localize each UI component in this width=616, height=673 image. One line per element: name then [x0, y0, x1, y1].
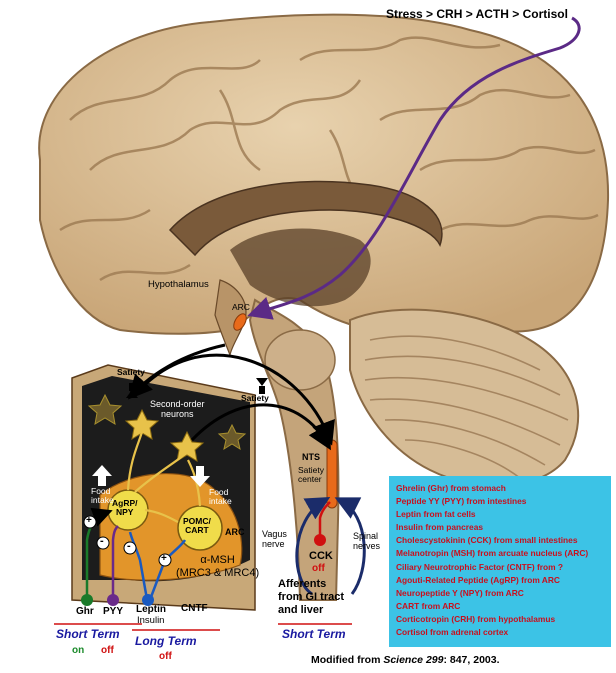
cerebrum [38, 13, 610, 335]
plus-sign-ghr: + [86, 515, 92, 526]
legend-item: Peptide YY (PYY) from intestines [396, 496, 527, 507]
food-intake-up-arrow [92, 465, 112, 476]
citation: Modified from Science 299: 847, 2003. [311, 654, 500, 667]
food-intake-up-label: Food intake [91, 486, 114, 506]
satiety-center-label: Satiety center [298, 465, 324, 485]
vagus-afferent [295, 497, 331, 596]
short-term-left-label: Short Term [56, 627, 120, 641]
legend-item: Corticotropin (CRH) from hypothalamus [396, 613, 556, 624]
satiety-arrow-mid [190, 403, 331, 451]
legend-box: Ghrelin (Ghr) from stomach Peptide YY (P… [389, 476, 611, 647]
legend-item: Neuropeptide Y (NPY) from ARC [396, 587, 524, 598]
pyy-label: PYY [103, 606, 124, 617]
legend-item: Cortisol from adrenal cortex [396, 627, 509, 638]
legend-item: Cholescystokinin (CCK) from small intest… [396, 535, 578, 546]
cck-off-label: off [312, 563, 325, 574]
ghr-label: Ghr [76, 606, 94, 617]
minus-sign-pyy: - [100, 535, 104, 547]
long-term-label: Long Term [135, 634, 197, 648]
satiety-up-arrow [256, 378, 268, 386]
legend-item: Agouti-Related Peptide (AgRP) from ARC [396, 574, 560, 585]
legend-item: Ciliary Neurotrophic Factor (CNTF) from … [396, 561, 564, 572]
citation-prefix: Modified from [311, 654, 384, 666]
arc-inset-label: ARC [225, 527, 245, 537]
citation-journal: Science 299 [383, 654, 444, 666]
spinal-afferent [334, 497, 366, 595]
cntf-label: CNTF [181, 603, 208, 614]
off-long-label: off [159, 651, 172, 662]
arc-nucleus [233, 313, 247, 331]
satiety-mid-label: Satiety [241, 393, 269, 403]
second-order-neurons-label: Second-order neurons [150, 399, 205, 419]
cerebellum [349, 308, 580, 487]
pathway-arrow [247, 16, 581, 320]
pomc-cart-label: POMC/ CART [183, 516, 211, 536]
legend-item: Leptin from fat cells [396, 509, 476, 520]
satiety-top-label: Satiety [117, 367, 145, 377]
arc-label: ARC [232, 302, 250, 312]
legend-item: Melanotropin (MSH) from arcuate nucleus … [396, 548, 589, 559]
cck-line [318, 501, 331, 540]
legend-item: Ghrelin (Ghr) from stomach [396, 483, 506, 493]
on-label: on [72, 645, 85, 656]
satiety-arrow-arc-to-nts [133, 353, 335, 446]
cck-label: CCK [309, 550, 333, 562]
afferents-label: Afferents from GI tract and liver [278, 578, 345, 616]
legend-item: CART from ARC [396, 600, 461, 611]
nts-satiety-center [326, 439, 338, 509]
food-intake-down-arrow [190, 476, 210, 487]
hypothalamus-label: Hypothalamus [148, 279, 209, 290]
msh-label: α-MSH (MRC3 & MRC4) [176, 554, 260, 579]
vagus-nerve-label: Vagus nerve [262, 529, 287, 549]
citation-suffix: : 847, 2003. [443, 654, 500, 666]
spinal-nerves-label: Spinal nerves [353, 531, 381, 551]
minus-sign-leptin: - [127, 540, 131, 552]
corpus-callosum [168, 180, 443, 257]
nts-label: NTS [302, 452, 320, 462]
pyy-line [111, 525, 119, 605]
short-term-right-label: Short Term [282, 627, 346, 641]
food-intake-down-label: Food intake [209, 487, 232, 507]
leptin-label: Leptin [136, 604, 166, 615]
legend-item: Insulin from pancreas [396, 522, 484, 533]
agrp-npy-label: AgRP/ NPY [112, 498, 138, 518]
plus-sign-leptin: + [161, 553, 167, 564]
insulin-label: Insulin [137, 615, 165, 626]
off-left-label: off [101, 645, 114, 656]
pathway-label: Stress > CRH > ACTH > Cortisol [386, 7, 568, 21]
